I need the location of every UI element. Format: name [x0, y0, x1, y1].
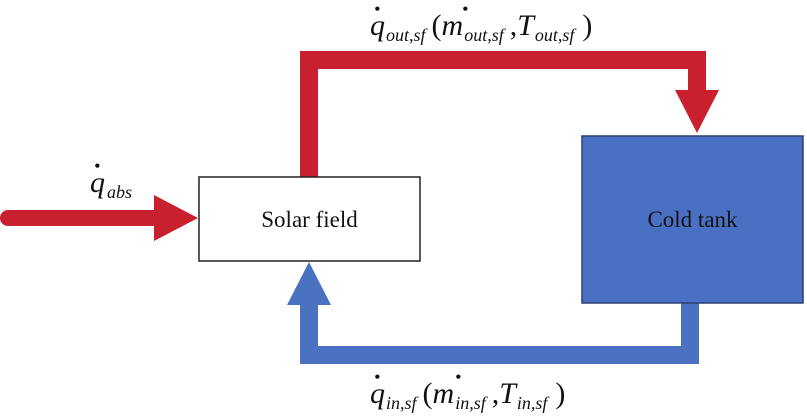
q-out-subscript: out,sf — [386, 25, 429, 45]
m-in-dot: • — [455, 367, 461, 387]
m-out-dot: • — [462, 0, 468, 19]
outflow-heat-label: • • qout,sf(mout,sf,Tout,sf) — [370, 0, 592, 45]
solar-field-label: Solar field — [261, 207, 358, 232]
q-abs-symbol: q — [90, 166, 105, 199]
q-out-comma: , — [510, 9, 518, 42]
q-out-dot: • — [374, 0, 380, 19]
m-in-symbol: m — [433, 377, 455, 410]
m-out-symbol: m — [442, 9, 464, 42]
t-out-symbol: T — [517, 9, 536, 42]
hot-outflow-arrowhead — [675, 90, 719, 133]
q-out-symbol: q — [370, 9, 385, 42]
inflow-heat-label: • • qin,sf(min,sf,Tin,sf) — [370, 367, 565, 413]
q-abs-dot: • — [94, 156, 100, 176]
q-in-subscript: in,sf — [386, 393, 420, 413]
cold-return-arrowhead — [287, 262, 331, 305]
cold-tank-box — [581, 135, 804, 304]
q-abs-subscript: abs — [107, 182, 132, 202]
t-in-symbol: T — [499, 377, 518, 410]
solar-field-box — [198, 176, 421, 262]
q-in-symbol: q — [370, 377, 385, 410]
q-out-open-paren: ( — [432, 9, 442, 42]
q-in-close-paren: ) — [555, 377, 565, 410]
svg-text:qout,sf(mout,sf,Tout,sf): qout,sf(mout,sf,Tout,sf) — [370, 9, 592, 45]
q-out-close-paren: ) — [582, 9, 592, 42]
hot-outflow-pipe — [300, 51, 706, 178]
cold-tank-label: Cold tank — [647, 207, 738, 232]
svg-text:qin,sf(min,sf,Tin,sf): qin,sf(min,sf,Tin,sf) — [370, 377, 565, 413]
cold-return-pipe — [300, 300, 699, 364]
t-in-subscript: in,sf — [517, 393, 551, 413]
m-out-subscript: out,sf — [464, 25, 507, 45]
m-in-subscript: in,sf — [455, 393, 489, 413]
absorbed-heat-arrowhead — [154, 195, 198, 241]
q-in-comma: , — [492, 377, 500, 410]
q-in-open-paren: ( — [423, 377, 433, 410]
t-out-subscript: out,sf — [535, 25, 578, 45]
q-in-dot: • — [374, 367, 380, 387]
